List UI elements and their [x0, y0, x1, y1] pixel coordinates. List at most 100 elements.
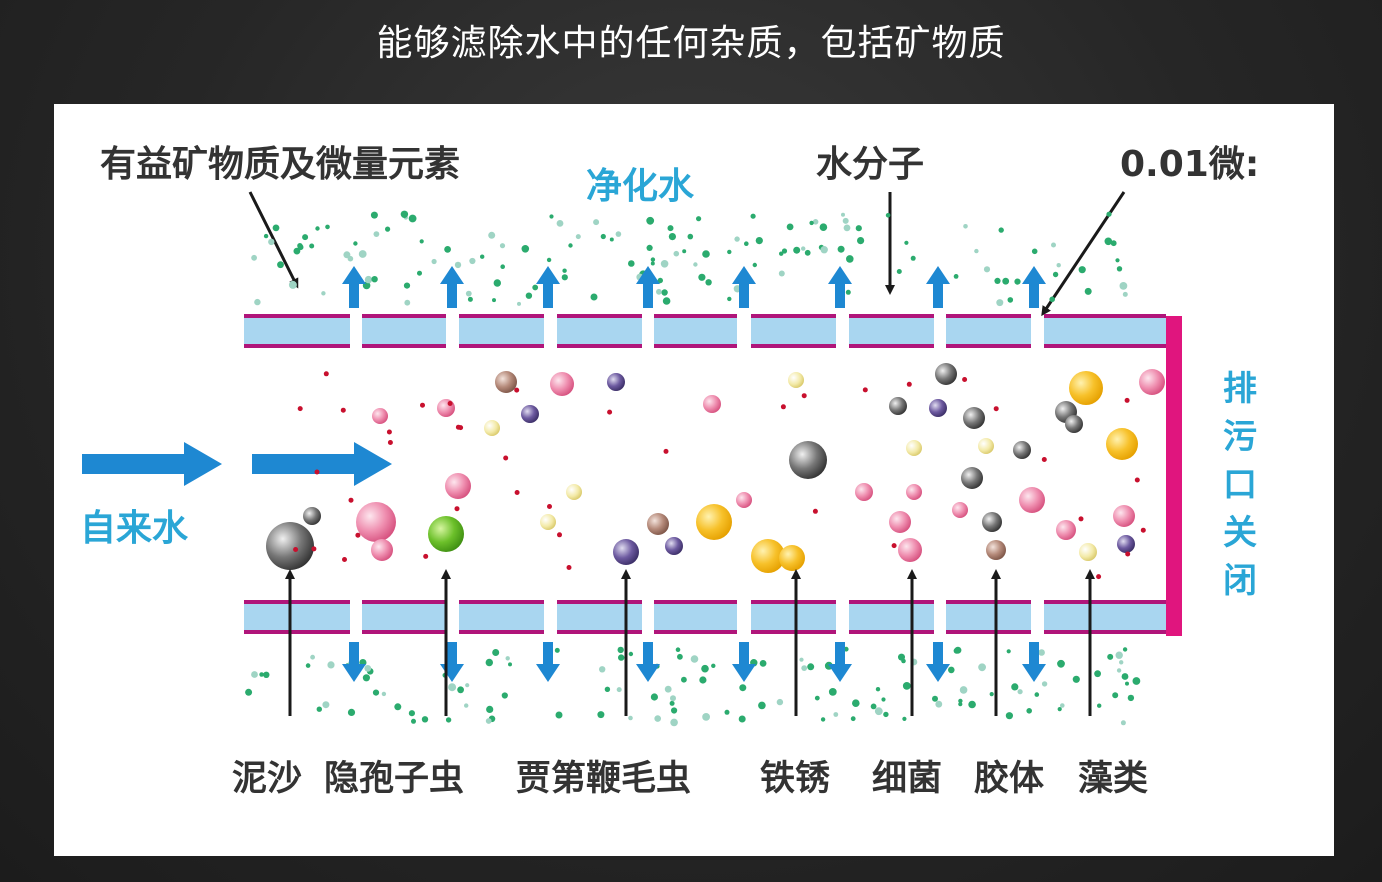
down-arrow: [636, 642, 660, 682]
membrane-segment: [751, 314, 836, 348]
inflow-arrow-1: [82, 442, 222, 486]
membrane-segment: [654, 600, 737, 634]
contaminant-speck: [386, 429, 392, 435]
contaminant-particle: [789, 441, 827, 479]
water-dot: [750, 213, 756, 219]
water-dot: [404, 299, 411, 306]
contaminant-particle: [1113, 505, 1135, 527]
water-dot: [517, 301, 521, 306]
water-dot: [1120, 720, 1126, 726]
water-dot: [646, 244, 653, 251]
water-dot: [989, 692, 994, 697]
up-arrow: [536, 266, 560, 308]
water-dot: [251, 254, 257, 261]
contaminant-particle: [303, 507, 321, 525]
filtration-diagram: 有益矿物质及微量元素 净化水 水分子 0.01微: 排污口关闭 自来水: [54, 104, 1334, 856]
drain-label-char: 排: [1223, 369, 1257, 409]
water-dot: [902, 682, 911, 690]
contaminant-particle: [495, 371, 517, 393]
water-dot: [675, 647, 681, 652]
water-dot: [616, 687, 622, 693]
water-dot: [628, 260, 635, 267]
water-dot: [693, 262, 698, 267]
contaminant-label: 贾第鞭毛虫: [516, 759, 691, 799]
water-dot: [1121, 673, 1129, 680]
contaminant-particle: [751, 539, 785, 573]
water-dot: [793, 246, 801, 254]
water-dot: [600, 233, 606, 240]
water-dot: [1072, 675, 1080, 683]
contaminant-label: 铁锈: [760, 759, 830, 799]
water-dot: [661, 289, 668, 296]
contaminant-speck: [447, 401, 453, 406]
water-dot: [994, 277, 1001, 284]
water-dot: [843, 224, 851, 232]
water-dot: [1014, 278, 1021, 285]
membrane-segment: [751, 600, 836, 634]
label-minerals: 有益矿物质及微量元素: [100, 144, 460, 185]
contaminant-particle: [1069, 371, 1103, 405]
water-dot: [1119, 282, 1128, 290]
water-dot: [857, 237, 865, 245]
contaminant-speck: [812, 508, 818, 514]
contaminant-label: 胶体: [974, 759, 1044, 799]
water-dot: [809, 220, 814, 226]
contaminant-particle: [540, 514, 556, 530]
contaminant-speck: [340, 407, 346, 413]
water-dot: [488, 231, 496, 239]
water-dot: [310, 654, 315, 660]
drain-label-char: 污: [1223, 417, 1257, 457]
water-dot: [1017, 689, 1023, 695]
water-dot: [734, 236, 740, 242]
contaminant-particle: [521, 405, 539, 423]
contaminant-speck: [962, 377, 968, 382]
water-dot: [302, 234, 309, 241]
contaminant-speck: [514, 490, 520, 495]
membrane-segment: [557, 600, 642, 634]
contaminant-particle: [607, 373, 625, 391]
water-dot: [670, 718, 678, 727]
water-dot: [820, 717, 826, 722]
up-arrow: [636, 266, 660, 308]
down-arrow: [732, 642, 756, 682]
membrane-segment: [459, 600, 544, 634]
water-dot: [263, 233, 269, 239]
water-dot: [372, 689, 380, 696]
water-dot: [837, 245, 845, 253]
water-dot: [687, 233, 694, 240]
contaminant-particle: [906, 440, 922, 456]
down-arrow: [1022, 642, 1046, 682]
contaminant-speck: [906, 381, 912, 387]
water-dot: [321, 291, 326, 296]
down-arrow: [342, 642, 366, 682]
contaminant-label: 隐孢子虫: [324, 759, 464, 799]
contaminant-particle: [961, 467, 983, 489]
water-dot: [1002, 277, 1010, 285]
water-dot: [467, 296, 473, 302]
water-dot: [421, 716, 429, 723]
water-dot: [263, 671, 270, 678]
water-dot: [485, 658, 493, 667]
contaminant-particle: [1117, 535, 1135, 553]
water-dot: [325, 224, 330, 230]
water-dot: [841, 212, 845, 217]
contaminant-speck: [1096, 574, 1102, 580]
water-dot: [668, 233, 677, 241]
contaminant-particle: [703, 395, 721, 413]
contaminant-particle: [696, 504, 732, 540]
contaminant-speck: [387, 440, 393, 445]
contaminant-speck: [1125, 551, 1131, 557]
water-dot: [667, 225, 674, 232]
water-dot: [277, 261, 284, 269]
water-dot: [381, 691, 387, 697]
water-dot: [654, 715, 661, 722]
water-dot: [870, 703, 877, 710]
membrane-segment: [849, 600, 934, 634]
bottom-membrane: [244, 600, 1166, 634]
contaminant-speck: [297, 406, 303, 412]
water-dot: [881, 697, 886, 702]
water-dot: [604, 686, 611, 692]
water-dot: [444, 246, 451, 253]
water-dot: [445, 717, 452, 723]
